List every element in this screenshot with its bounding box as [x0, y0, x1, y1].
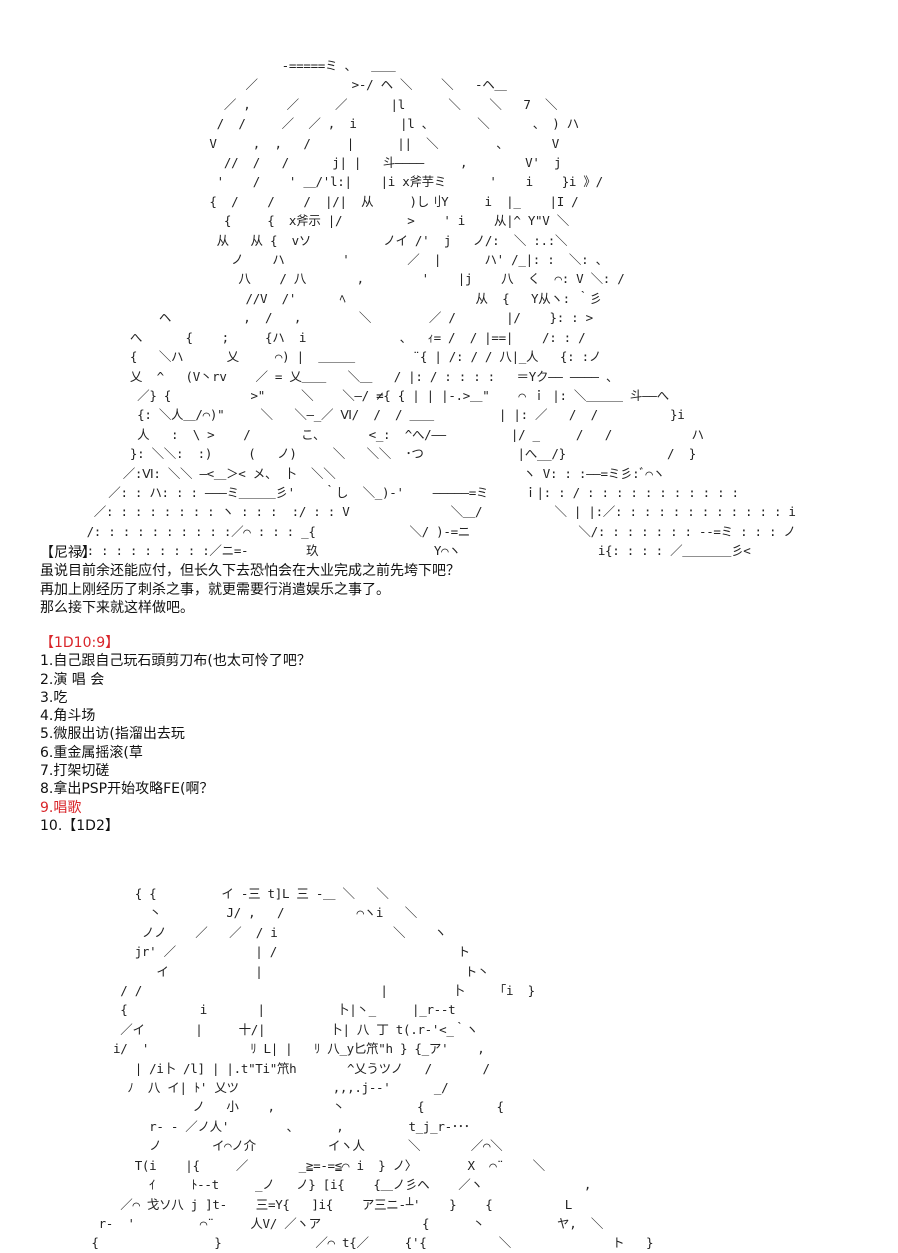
- choice-item: 2.演 唱 会: [40, 671, 105, 688]
- dice-roll-result: 【1D10:9】: [40, 635, 120, 651]
- narration-line: 那么接下来就这样做吧。: [40, 599, 194, 616]
- ascii-art-nero: -=====ミ 、 ＿＿ ／ >-/ ヘ ＼ ＼ -ヘ＿ ／ , ／ ／ |l …: [79, 58, 796, 559]
- choice-item: 8.拿出PSP开始攻略FE(啊？: [40, 781, 214, 798]
- choice-item: 7.打架切磋: [40, 763, 110, 780]
- choice-list: 【1D10:9】 1.自己跟自己玩石頭剪刀布(也太可怜了吧？ 2.演 唱 会 3…: [40, 634, 311, 835]
- narration-block: 【尼禄】 虽说目前余还能应付，但长久下去恐怕会在大业完成之前先垮下吧？ 再加上刚…: [40, 544, 460, 617]
- choice-item: 5.微服出访(指溜出去玩: [40, 726, 185, 743]
- choice-item: 4.角斗场: [40, 708, 96, 725]
- ascii-art-character: { { イ -三 t]L 三 -＿ ＼ ＼ 丶 J/ , / ⌒ヽi ＼ ノノ …: [91, 886, 654, 1251]
- choice-item-selected: 9.唱歌: [40, 799, 82, 816]
- speaker-label: 【尼禄】: [40, 545, 96, 561]
- choice-item: 1.自己跟自己玩石頭剪刀布(也太可怜了吧？: [40, 653, 311, 670]
- choice-item: 10.【1D2】: [40, 817, 119, 834]
- narration-line: 虽说目前余还能应付，但长久下去恐怕会在大业完成之前先垮下吧？: [40, 563, 460, 580]
- choice-item: 6.重金属摇滚(草: [40, 744, 143, 761]
- choice-item: 3.吃: [40, 689, 68, 706]
- narration-line: 再加上刚经历了刺杀之事，就更需要行消遣娱乐之事了。: [40, 581, 390, 598]
